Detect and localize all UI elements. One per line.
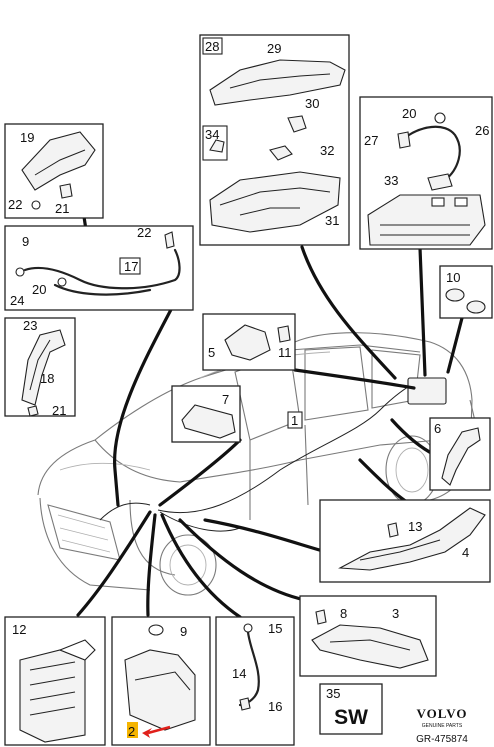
- callout-30: 30: [305, 96, 319, 111]
- part-2-highlight: [127, 722, 138, 738]
- callout-9b: 9: [180, 624, 187, 639]
- callout-21b: 21: [52, 403, 66, 418]
- callout-9a: 9: [22, 234, 29, 249]
- callout-22b: 22: [137, 225, 151, 240]
- brand-name: VOLVO: [417, 706, 468, 721]
- callout-21a: 21: [55, 201, 69, 216]
- panel-17: [4, 225, 194, 311]
- callout-27: 27: [364, 133, 378, 148]
- callout-18: 18: [40, 371, 54, 386]
- callout-31: 31: [325, 213, 339, 228]
- panel-2: [111, 616, 211, 746]
- panel-35: [319, 683, 383, 735]
- callout-5: 5: [208, 345, 215, 360]
- panel-19: [4, 123, 104, 219]
- callout-26: 26: [475, 123, 489, 138]
- diagram-reference: GR-475874: [416, 734, 468, 745]
- callout-2: 2: [128, 724, 135, 739]
- callout-23: 23: [23, 318, 37, 333]
- panel-10: [439, 265, 493, 319]
- callout-22a: 22: [8, 197, 22, 212]
- panel-7: [171, 385, 241, 443]
- panel-18: [4, 317, 76, 417]
- callout-28: 28: [205, 39, 219, 54]
- callout-29: 29: [267, 41, 281, 56]
- red-arrow-shaft: [147, 725, 171, 735]
- callout-15: 15: [268, 621, 282, 636]
- callout-14: 14: [232, 666, 246, 681]
- callout-11: 11: [278, 345, 292, 360]
- callout-32: 32: [320, 143, 334, 158]
- callout-1: 1: [291, 413, 298, 428]
- panel-5: [202, 313, 296, 371]
- red-arrow-icon: [142, 728, 170, 738]
- panel-4: [319, 499, 491, 583]
- callout-17: 17: [124, 259, 138, 274]
- panel-3: [299, 595, 437, 677]
- callout-19: 19: [20, 130, 34, 145]
- callout-16: 16: [268, 699, 282, 714]
- callout-3: 3: [392, 606, 399, 621]
- callout-12: 12: [12, 622, 26, 637]
- callout-10: 10: [446, 270, 460, 285]
- callout-8: 8: [340, 606, 347, 621]
- panel-14: [215, 616, 295, 746]
- callout-6: 6: [434, 421, 441, 436]
- panel-battery-cable: [359, 96, 493, 250]
- callout-13: 13: [408, 519, 422, 534]
- callout-33: 33: [384, 173, 398, 188]
- panel-6: [429, 417, 491, 491]
- sw-label: SW: [334, 706, 368, 729]
- callout-35: 35: [326, 686, 340, 701]
- callout-24: 24: [10, 293, 24, 308]
- callout-7: 7: [222, 392, 229, 407]
- panel-12: [4, 616, 106, 746]
- brand-tagline: GENUINE PARTS: [422, 723, 463, 729]
- callout-labels: 28 29 30 34 32 31 20 27 26 33 10 19 22 2…: [8, 39, 489, 739]
- callout-34: 34: [205, 127, 219, 142]
- panel-28: [199, 34, 350, 246]
- callout-4: 4: [462, 545, 469, 560]
- callout-20a: 20: [402, 106, 416, 121]
- callout-20b: 20: [32, 282, 46, 297]
